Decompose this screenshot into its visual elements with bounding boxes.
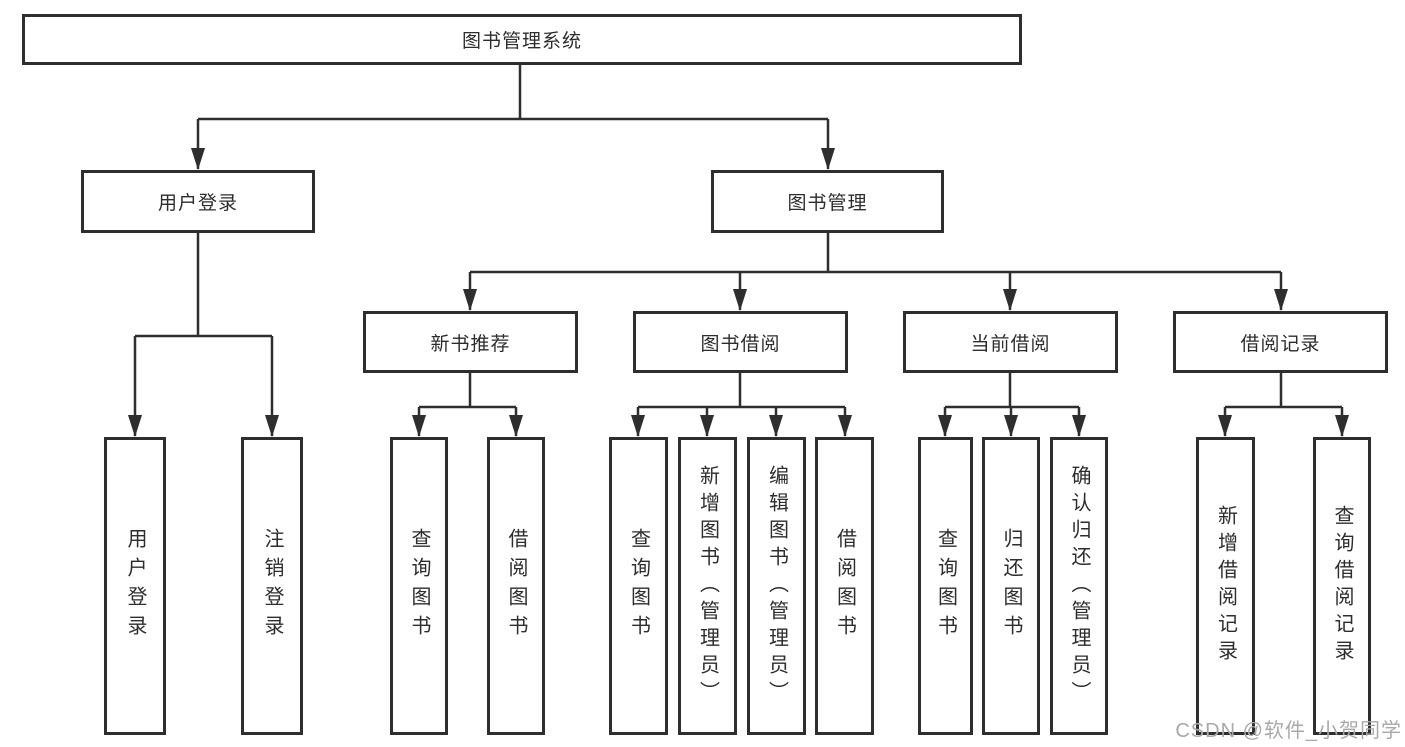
node-root-system: 图书管理系统 xyxy=(22,14,1022,65)
leaf-add-books-admin: 新增图书（管理员） xyxy=(678,437,737,735)
leaf-edit-books-admin: 编辑图书（管理员） xyxy=(747,437,806,735)
node-current-borrow: 当前借阅 xyxy=(903,311,1118,373)
leaf-add-borrow-record: 新增借阅记录 xyxy=(1196,437,1255,735)
leaf-current-query-books: 查询图书 xyxy=(918,437,973,735)
node-borrow-records: 借阅记录 xyxy=(1173,311,1388,373)
leaf-newbook-query-books: 查询图书 xyxy=(390,437,448,735)
node-new-book-recommend: 新书推荐 xyxy=(363,311,578,373)
csdn-watermark: CSDN @软件_小贺同学 xyxy=(1175,720,1402,742)
leaf-borrow-query-books: 查询图书 xyxy=(609,437,668,735)
leaf-newbook-borrow-books: 借阅图书 xyxy=(487,437,545,735)
leaf-user-login: 用户登录 xyxy=(104,437,166,735)
leaf-query-borrow-record: 查询借阅记录 xyxy=(1313,437,1371,735)
leaf-return-books: 归还图书 xyxy=(982,437,1040,735)
node-book-management: 图书管理 xyxy=(711,170,944,233)
leaf-borrow-books: 借阅图书 xyxy=(815,437,874,735)
leaf-logout: 注销登录 xyxy=(241,437,303,735)
node-book-borrow: 图书借阅 xyxy=(633,311,848,373)
node-user-login: 用户登录 xyxy=(81,170,315,233)
leaf-confirm-return-admin: 确认归还（管理员） xyxy=(1050,437,1108,735)
